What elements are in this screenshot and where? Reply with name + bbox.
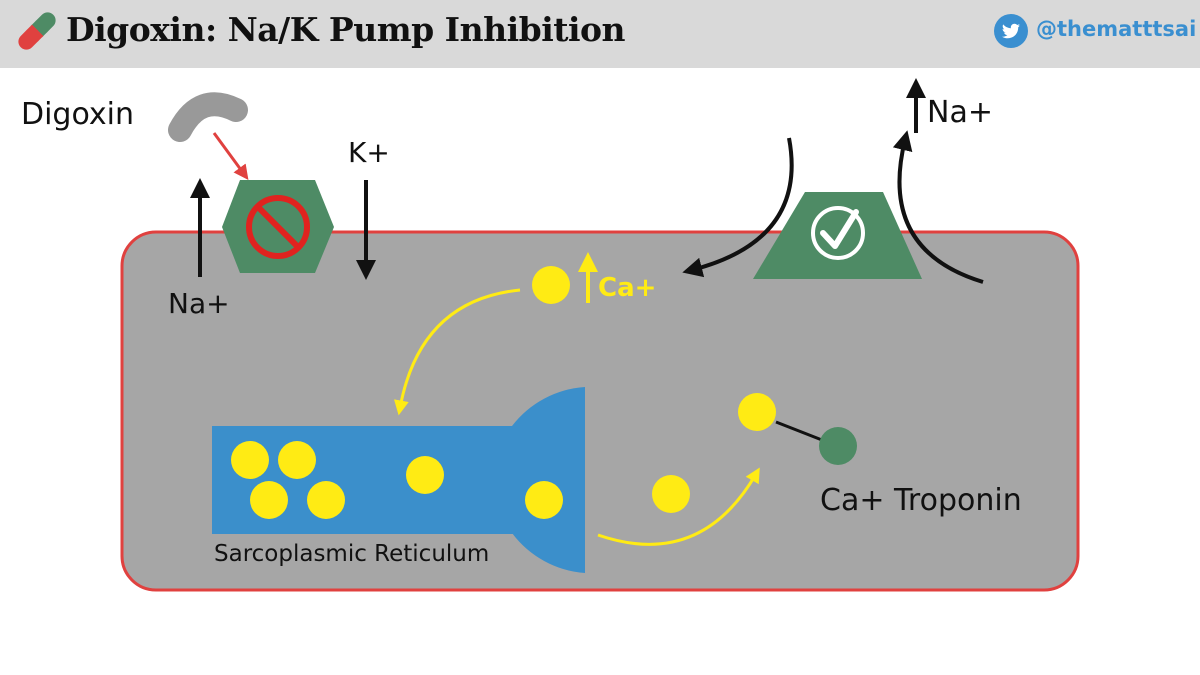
calcium-ion (738, 393, 776, 431)
calcium-ion (532, 266, 570, 304)
header-bar: Digoxin: Na/K Pump Inhibition @themattts… (0, 0, 1200, 68)
calcium-ion (278, 441, 316, 479)
author-handle[interactable]: @thematttsai (1036, 17, 1197, 41)
sodium-label-right: Na+ (927, 95, 993, 130)
troponin-bond (775, 420, 823, 442)
sr-to-troponin-arrow (597, 467, 760, 546)
calcium-ion (406, 456, 444, 494)
pill-icon (18, 12, 56, 50)
na-ca-exchanger (753, 192, 922, 279)
troponin (819, 427, 857, 465)
calcium-influx-arrow (682, 137, 794, 278)
page-title: Digoxin: Na/K Pump Inhibition (66, 10, 626, 49)
calcium-to-sr-arrow (393, 288, 521, 416)
inhibition-arrow (212, 132, 249, 181)
no-sign-icon (246, 195, 310, 259)
check-icon (811, 206, 865, 260)
digoxin-label: Digoxin (21, 97, 134, 132)
sodium-efflux-arrow (892, 130, 984, 284)
calcium-ion (250, 481, 288, 519)
calcium-ion (231, 441, 269, 479)
potassium-label: K+ (348, 136, 390, 169)
twitter-icon[interactable] (994, 14, 1028, 48)
calcium-ion (307, 481, 345, 519)
sodium-label-left: Na+ (168, 287, 230, 320)
sr-label: Sarcoplasmic Reticulum (214, 541, 489, 567)
troponin-label: Ca+ Troponin (820, 483, 1022, 518)
calcium-ion (525, 481, 563, 519)
calcium-label: Ca+ (598, 273, 656, 303)
digoxin-drug-shape (168, 92, 248, 142)
calcium-ion (652, 475, 690, 513)
sr-calcium-ions (231, 441, 563, 519)
